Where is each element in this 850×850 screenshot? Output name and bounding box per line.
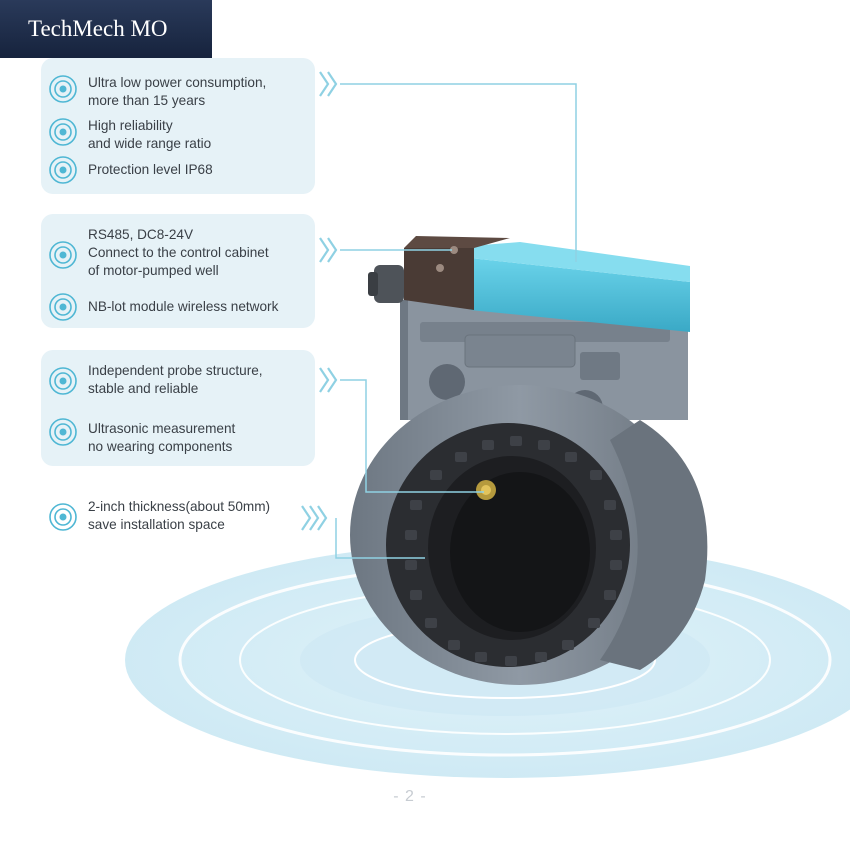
feature-panel-communication: [41, 214, 315, 328]
feature-item-thickness: 2-inch thickness(about 50mm) save install…: [48, 498, 270, 534]
feature-panel-power: [41, 58, 315, 194]
feature-line: stable and reliable: [88, 381, 199, 396]
target-icon: [49, 367, 77, 395]
watermark: TechMech MO: [0, 0, 212, 58]
target-icon: [49, 418, 77, 446]
feature-line: 2-inch thickness(about 50mm): [88, 499, 271, 514]
feature-item-probe: Independent probe structure, stable and r…: [48, 362, 263, 398]
feature-line: no wearing components: [88, 439, 233, 454]
feature-item-ultrasonic: Ultrasonic measurement no wearing compone…: [48, 418, 236, 456]
target-icon: [49, 503, 77, 531]
feature-line: more than 15 years: [88, 93, 206, 108]
feature-line: Independent probe structure,: [88, 363, 263, 378]
feature-line: High reliability: [88, 118, 173, 133]
feature-line: Protection level IP68: [88, 162, 213, 177]
feature-item-protection: Protection level IP68: [48, 155, 213, 185]
feature-line: of motor-pumped well: [88, 263, 219, 278]
feature-line: Ultrasonic measurement: [88, 421, 236, 436]
target-icon: [49, 75, 77, 103]
target-icon: [49, 156, 77, 184]
feature-line: Connect to the control cabinet: [88, 245, 269, 260]
feature-item-power: Ultra low power consumption, more than 15…: [48, 74, 266, 110]
target-icon: [49, 118, 77, 146]
feature-line: NB-lot module wireless network: [88, 299, 279, 314]
target-icon: [49, 293, 77, 321]
feature-item-reliability: High reliability and wide range ratio: [48, 117, 211, 153]
feature-line: Ultra low power consumption,: [88, 75, 267, 90]
page-number: - 2 -: [393, 788, 427, 805]
feature-line: save installation space: [88, 517, 225, 532]
flow-meter: [350, 236, 708, 685]
feature-panel-measurement: [41, 350, 315, 466]
feature-item-rs485: RS485, DC8-24V Connect to the control cab…: [48, 226, 269, 280]
chevron-arrows: [301, 71, 338, 531]
target-icon: [49, 241, 77, 269]
feature-item-nbiot: NB-lot module wireless network: [48, 292, 278, 322]
feature-line: RS485, DC8-24V: [88, 227, 194, 242]
leader-lines: [335, 83, 577, 559]
feature-line: and wide range ratio: [88, 136, 212, 151]
